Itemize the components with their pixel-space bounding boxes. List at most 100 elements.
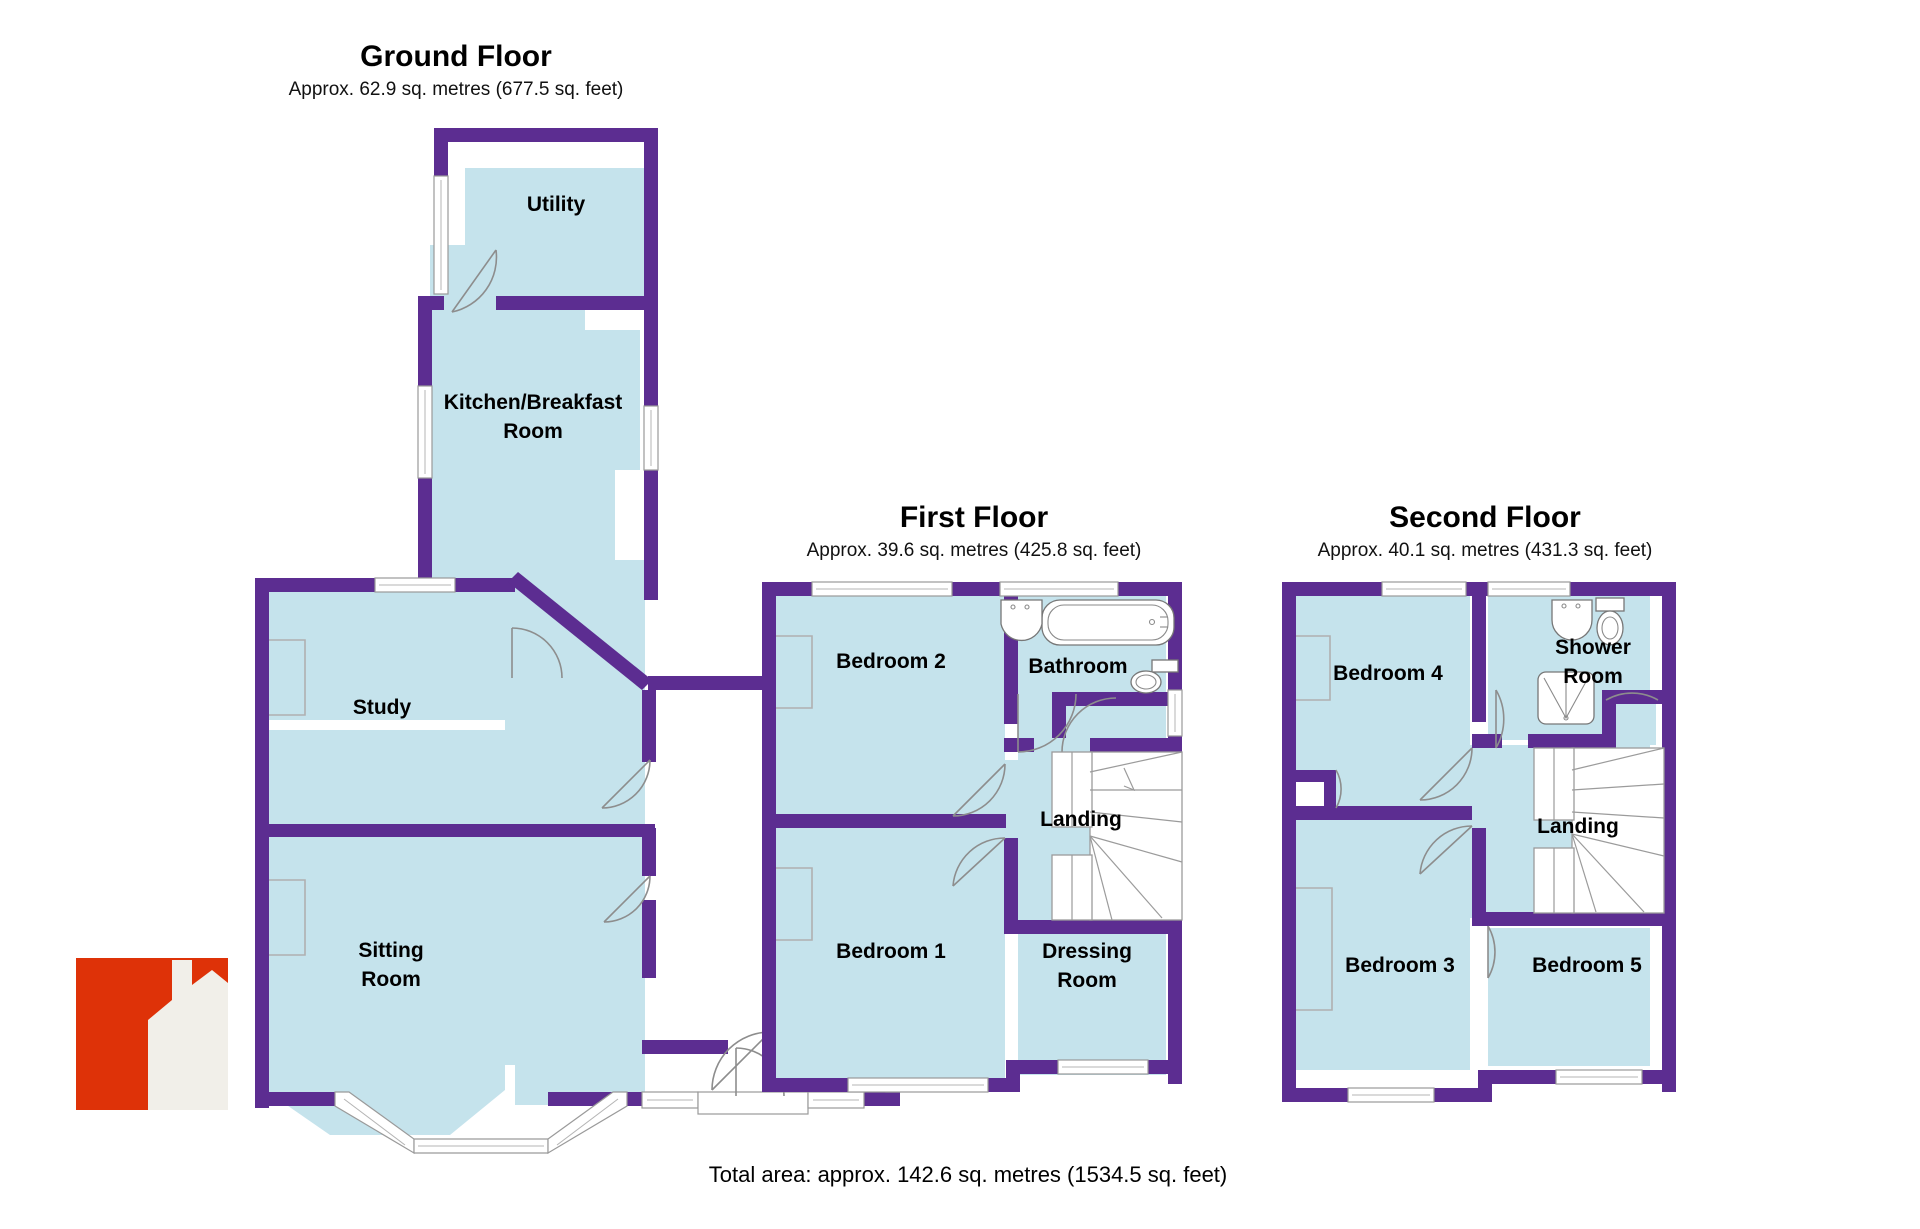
wall-utility-top — [434, 128, 658, 142]
wall-front-left — [255, 578, 269, 1108]
window-kitchen-left — [417, 385, 433, 479]
door-bedroom3 — [1419, 825, 1473, 875]
wall-study-hall — [642, 690, 656, 762]
front-door-glazing — [641, 1091, 865, 1115]
first-alcoves — [776, 635, 813, 941]
room-label-sitting-line2: Room — [361, 968, 421, 991]
window-bedroom3 — [1347, 1087, 1435, 1103]
wall-sf-right — [1662, 582, 1676, 1092]
room-label-first-landing: Landing — [1040, 808, 1122, 831]
wall-bed1-landing — [1004, 838, 1018, 933]
wall-front-top-right — [455, 578, 515, 592]
second-windows — [1347, 581, 1643, 1103]
estate-agent-logo — [76, 958, 228, 1110]
room-label-kitchen-line1: Kitchen/Breakfast — [444, 391, 623, 414]
wall-sitting-hall-lower — [642, 900, 656, 978]
room-label-bedroom5: Bedroom 5 — [1532, 954, 1642, 977]
ground-floor-subtitle: Approx. 62.9 sq. metres (677.5 sq. feet) — [289, 79, 624, 100]
wall-utility-left-upper — [434, 128, 448, 180]
second-doors — [1335, 689, 1659, 979]
wall-stair-top — [1090, 738, 1182, 752]
second-floor-subtitle: Approx. 40.1 sq. metres (431.3 sq. feet) — [1318, 540, 1653, 561]
door-shower-room — [1495, 689, 1505, 749]
wall-ff-left — [762, 582, 776, 1092]
door-bedroom2 — [952, 763, 1006, 817]
room-label-shower-line1: Shower — [1555, 636, 1631, 659]
door-shower-lobby — [1605, 692, 1659, 701]
first-windows — [811, 581, 1183, 1093]
logo-house-icon — [148, 960, 228, 1110]
wall-front-top-left — [255, 578, 375, 592]
first-floor-title: First Floor — [900, 501, 1049, 534]
first-doors — [952, 693, 1117, 887]
toilet-icon — [1130, 659, 1179, 694]
wall-bed4-shower — [1472, 582, 1486, 722]
bedroom2-fill — [775, 595, 1005, 817]
ground-alcoves — [269, 639, 306, 956]
wall-landing-top-left — [1004, 738, 1034, 752]
door-bathroom — [1017, 693, 1077, 753]
wall-bed4-bed3 — [1282, 806, 1472, 820]
bedroom3-fill — [1295, 820, 1470, 1070]
door-bedroom1 — [952, 837, 1006, 887]
wall-study-diagonal — [508, 572, 652, 690]
room-label-bedroom3: Bedroom 3 — [1345, 954, 1455, 977]
wall-utility-bottom — [496, 296, 658, 310]
second-staircase — [1533, 747, 1665, 914]
kitchen-fill — [430, 300, 640, 620]
second-floor-group: Second Floor Approx. 40.1 sq. metres (43… — [1282, 501, 1676, 1103]
door-bedroom4 — [1419, 747, 1473, 801]
bedroom4-fill — [1295, 595, 1470, 810]
room-label-bedroom2: Bedroom 2 — [836, 650, 946, 673]
bathroom-fixtures — [1000, 599, 1179, 694]
wall-shower-lobby-top — [1602, 690, 1664, 704]
door-airing-cupboard — [1061, 697, 1117, 753]
wall-bed2-bed1 — [762, 814, 1006, 828]
wall-sf-left — [1282, 582, 1296, 1102]
bay-window-sitting-room — [334, 1091, 628, 1155]
wall-bed3-landing — [1472, 828, 1486, 924]
room-label-dressing-line1: Dressing — [1042, 940, 1132, 963]
door-bedroom4-cupboard — [1335, 769, 1342, 809]
toilet-icon-2 — [1595, 597, 1625, 646]
second-alcoves — [1296, 635, 1333, 1011]
door-bedroom5 — [1487, 925, 1496, 979]
wall-shower-lobby-side — [1602, 690, 1616, 748]
second-floor-title: Second Floor — [1389, 501, 1581, 534]
room-label-dressing-line2: Room — [1057, 969, 1117, 992]
door-front-entry — [711, 1031, 771, 1091]
window-landing — [1167, 689, 1183, 737]
room-label-bathroom: Bathroom — [1028, 655, 1127, 678]
wall-hall-top — [648, 676, 796, 690]
shower-room-fixtures — [1537, 597, 1625, 725]
room-label-study: Study — [353, 696, 412, 719]
door-kitchen-hall — [511, 627, 563, 679]
door-sitting-room — [603, 875, 651, 923]
hall-fill — [505, 560, 645, 1065]
wall-porch-top-left — [642, 1040, 728, 1054]
window-dressing-room — [1057, 1059, 1149, 1075]
window-bedroom4 — [1381, 581, 1467, 597]
wall-ff-bottom-step — [1006, 1060, 1020, 1092]
window-bedroom1 — [847, 1077, 989, 1093]
wall-utility-right — [644, 128, 658, 350]
ground-floor-title: Ground Floor — [360, 40, 552, 73]
ground-windows — [334, 175, 901, 1155]
room-label-shower-line2: Room — [1563, 665, 1623, 688]
second-walls — [1282, 582, 1676, 1102]
washbasin-icon-2 — [1551, 599, 1593, 641]
room-label-bedroom1: Bedroom 1 — [836, 940, 946, 963]
wall-landing-top-left-2 — [1472, 734, 1502, 748]
bathtub-icon — [1041, 599, 1175, 646]
wall-sitting-hall-upper — [642, 828, 656, 876]
door-utility — [451, 249, 498, 313]
wall-sf-bottom-step — [1478, 1070, 1492, 1102]
first-floor-group: First Floor Approx. 39.6 sq. metres (425… — [762, 501, 1183, 1093]
window-kitchen-right — [643, 405, 659, 471]
wall-bed4-cupboard-side — [1324, 770, 1336, 818]
bedroom5-fill — [1488, 928, 1650, 1066]
bedroom1-fill — [775, 828, 1005, 1083]
window-shower-room — [1487, 581, 1571, 597]
